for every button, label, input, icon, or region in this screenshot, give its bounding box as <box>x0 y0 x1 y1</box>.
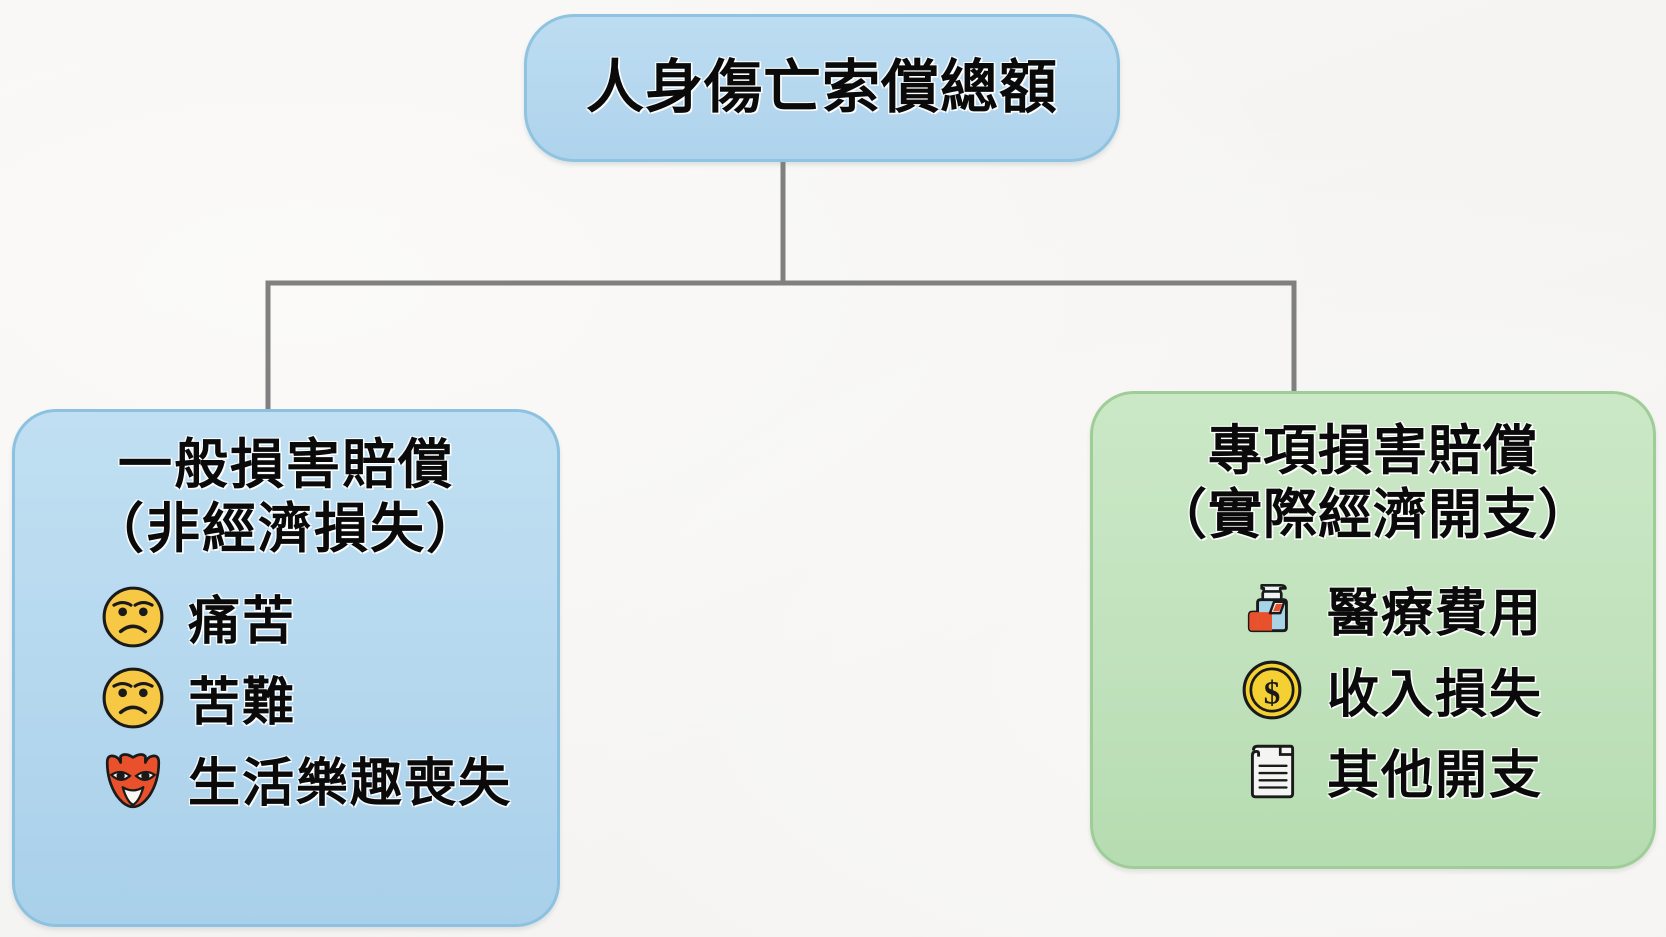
list-item-label: 苦難 <box>187 674 296 733</box>
list-item[interactable]: 其他開支 <box>1239 733 1543 808</box>
general-damages-item-list: 痛苦 苦難 <box>100 579 512 816</box>
dollar-coin-icon: $ <box>1242 660 1302 720</box>
node-special-damages-title-line2: （實際經濟開支） <box>1153 484 1593 545</box>
special-damages-item-list: 醫療費用 $ 收入損失 <box>1239 571 1543 808</box>
list-item-label: 收入損失 <box>1326 666 1543 725</box>
svg-text:$: $ <box>1264 675 1281 711</box>
lotion-bottle-icon <box>1247 583 1288 633</box>
node-special-damages[interactable]: 專項損害賠償 （實際經濟開支） 醫療費用 <box>1090 391 1656 869</box>
node-special-damages-title-line1: 專項損害賠償 <box>1208 421 1538 481</box>
list-item-label: 其他開支 <box>1326 747 1543 806</box>
node-root-total-claim[interactable]: 人身傷亡索償總額 <box>524 14 1120 162</box>
list-item[interactable]: 痛苦 <box>100 579 296 654</box>
receipt-page-icon <box>1250 744 1295 799</box>
node-special-damages-title: 專項損害賠償 （實際經濟開支） <box>1153 420 1593 547</box>
node-root-title: 人身傷亡索償總額 <box>585 54 1058 120</box>
list-item-label: 生活樂趣喪失 <box>187 755 512 814</box>
node-general-damages[interactable]: 一般損害賠償 （非經濟損失） 痛苦 <box>12 409 560 927</box>
list-item[interactable]: 生活樂趣喪失 <box>100 741 512 816</box>
frowning-face-icon <box>102 667 164 729</box>
node-general-damages-title: 一般損害賠償 （非經濟損失） <box>90 434 482 561</box>
frowning-face-icon <box>102 586 164 648</box>
list-item[interactable]: 苦難 <box>100 660 296 735</box>
node-general-damages-title-line2: （非經濟損失） <box>90 498 482 559</box>
list-item-label: 醫療費用 <box>1326 585 1543 644</box>
list-item-label: 痛苦 <box>187 593 296 652</box>
list-item[interactable]: $ 收入損失 <box>1239 652 1543 727</box>
performing-arts-mask-icon <box>105 753 161 809</box>
list-item[interactable]: 醫療費用 <box>1239 571 1543 646</box>
node-general-damages-title-line1: 一般損害賠償 <box>118 435 454 495</box>
